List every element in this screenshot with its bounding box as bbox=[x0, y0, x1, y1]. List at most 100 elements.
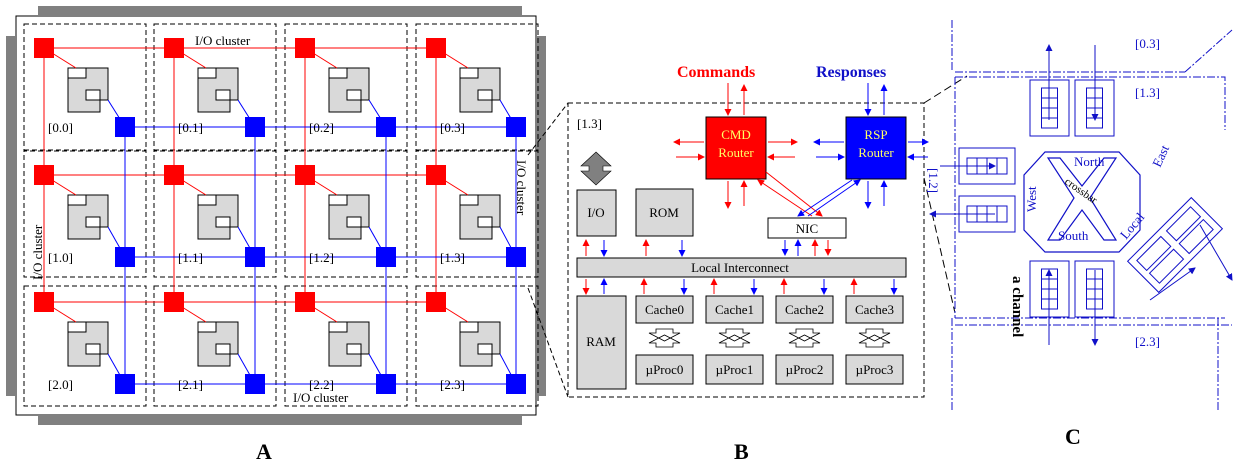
chip-edge-top bbox=[38, 6, 522, 15]
core-nic bbox=[67, 321, 87, 333]
cache-block bbox=[775, 295, 834, 324]
io-cluster-label-left: I/O cluster bbox=[30, 224, 45, 280]
core-port bbox=[477, 216, 493, 228]
io-cluster-label-bottom: I/O cluster bbox=[293, 390, 349, 405]
core-port bbox=[215, 216, 231, 228]
cmd-router-node bbox=[426, 38, 446, 58]
local-interconnect-label: Local Interconnect bbox=[691, 260, 789, 275]
core-port bbox=[346, 89, 362, 101]
proc-block bbox=[845, 354, 904, 385]
cmd-router-label-2: Router bbox=[718, 145, 754, 160]
commands-label: Commands bbox=[677, 64, 755, 81]
zoom-line-c-lower bbox=[923, 177, 956, 314]
local-in-arrow bbox=[1149, 267, 1196, 301]
tile-label: [0.1] bbox=[178, 120, 203, 135]
proc-label: µProc3 bbox=[856, 362, 894, 377]
panel-b-caption: B bbox=[734, 439, 749, 464]
cache-label: Cache3 bbox=[855, 302, 894, 317]
cmd-router-node bbox=[164, 38, 184, 58]
cmd-router-label-1: CMD bbox=[721, 127, 751, 142]
cache-proc-arrow-icon bbox=[718, 328, 751, 348]
cmd-router-node bbox=[295, 292, 315, 312]
tile-box bbox=[153, 23, 277, 152]
cache-block bbox=[845, 295, 904, 324]
rsp-router-node bbox=[245, 374, 265, 394]
cmd-router-node bbox=[164, 165, 184, 185]
local-buffers bbox=[1126, 196, 1224, 294]
panel-a-caption: A bbox=[256, 439, 272, 464]
core-port bbox=[477, 343, 493, 355]
cache-proc-arrow-icon bbox=[858, 328, 891, 348]
cmd-router-node bbox=[34, 292, 54, 312]
tile-outline bbox=[567, 102, 925, 398]
panel-b: [1.3] Commands Responses CMD Router RSP … bbox=[567, 64, 929, 398]
proc-block bbox=[635, 354, 694, 385]
cmd-router-node bbox=[34, 165, 54, 185]
tile-label: [0.2] bbox=[309, 120, 334, 135]
tile-label: [1.1] bbox=[178, 250, 203, 265]
proc-label: µProc0 bbox=[646, 362, 684, 377]
cache-proc-arrow-icon bbox=[648, 328, 681, 348]
tile-label: [0.0] bbox=[48, 120, 73, 135]
core-nic bbox=[328, 321, 348, 333]
panel-c-caption: C bbox=[1065, 424, 1081, 449]
tile-label: [2.2] bbox=[309, 377, 334, 392]
tile-label: [1.3] bbox=[440, 250, 465, 265]
cache-label: Cache0 bbox=[645, 302, 684, 317]
chip-edge-left bbox=[6, 36, 15, 396]
cache-block bbox=[705, 295, 764, 324]
core-port bbox=[346, 216, 362, 228]
rsp-router-node bbox=[506, 117, 526, 137]
cmd-router-node bbox=[164, 292, 184, 312]
rsp-router-node bbox=[506, 247, 526, 267]
core-nic bbox=[197, 67, 217, 79]
tile-box bbox=[284, 149, 408, 278]
tile-box bbox=[415, 149, 539, 278]
tile-label: [1.3] bbox=[577, 116, 602, 131]
buffer-group bbox=[1126, 196, 1224, 294]
cmd-router-node bbox=[295, 165, 315, 185]
tile-box bbox=[23, 285, 147, 407]
cache-block bbox=[635, 295, 694, 324]
west-label: West bbox=[1024, 186, 1039, 212]
chip-edge-right bbox=[537, 36, 546, 396]
fifo bbox=[1136, 235, 1172, 272]
core-nic bbox=[328, 67, 348, 79]
io-cluster-label-right: I/O cluster bbox=[514, 160, 529, 216]
rsp-router-node bbox=[506, 374, 526, 394]
rsp-router-node bbox=[115, 374, 135, 394]
core-port bbox=[346, 343, 362, 355]
cmd-router-node bbox=[426, 292, 446, 312]
cmd-router bbox=[705, 116, 767, 180]
tile-box bbox=[284, 285, 408, 407]
cache-proc-arrow-icon bbox=[788, 328, 821, 348]
tile-label: [1.2] bbox=[309, 250, 334, 265]
panel-c: [0.3] [1.3] [1.2] [2.3] North South West… bbox=[926, 20, 1233, 410]
tile-label: [0.3] bbox=[440, 120, 465, 135]
north-label: North bbox=[1074, 154, 1105, 169]
io-cluster-label-top: I/O cluster bbox=[195, 33, 251, 48]
fifo bbox=[1178, 218, 1214, 255]
tile-label: [2.3] bbox=[440, 377, 465, 392]
rsp-router-node bbox=[376, 247, 396, 267]
core-nic bbox=[459, 194, 479, 206]
proc-label: µProc2 bbox=[786, 362, 824, 377]
tile-box bbox=[23, 23, 147, 152]
tile-label-12: [1.2] bbox=[926, 168, 941, 193]
proc-label: µProc1 bbox=[716, 362, 754, 377]
zoom-line-upper bbox=[527, 102, 569, 156]
tile-label: [2.0] bbox=[48, 377, 73, 392]
zoom-line-lower bbox=[527, 287, 569, 398]
tile-box bbox=[23, 149, 147, 278]
east-label: East bbox=[1149, 142, 1172, 169]
panel-a: [0.0][0.1][0.2][0.3][1.0][1.1][1.2][1.3]… bbox=[6, 6, 546, 425]
cmd-router-node bbox=[426, 165, 446, 185]
proc-block bbox=[775, 354, 834, 385]
crossbar-x-icon bbox=[1046, 157, 1118, 241]
core-port bbox=[215, 89, 231, 101]
core-nic bbox=[459, 67, 479, 79]
tile-box bbox=[415, 285, 539, 407]
cache-label: Cache2 bbox=[785, 302, 824, 317]
ram-label: RAM bbox=[586, 334, 616, 349]
